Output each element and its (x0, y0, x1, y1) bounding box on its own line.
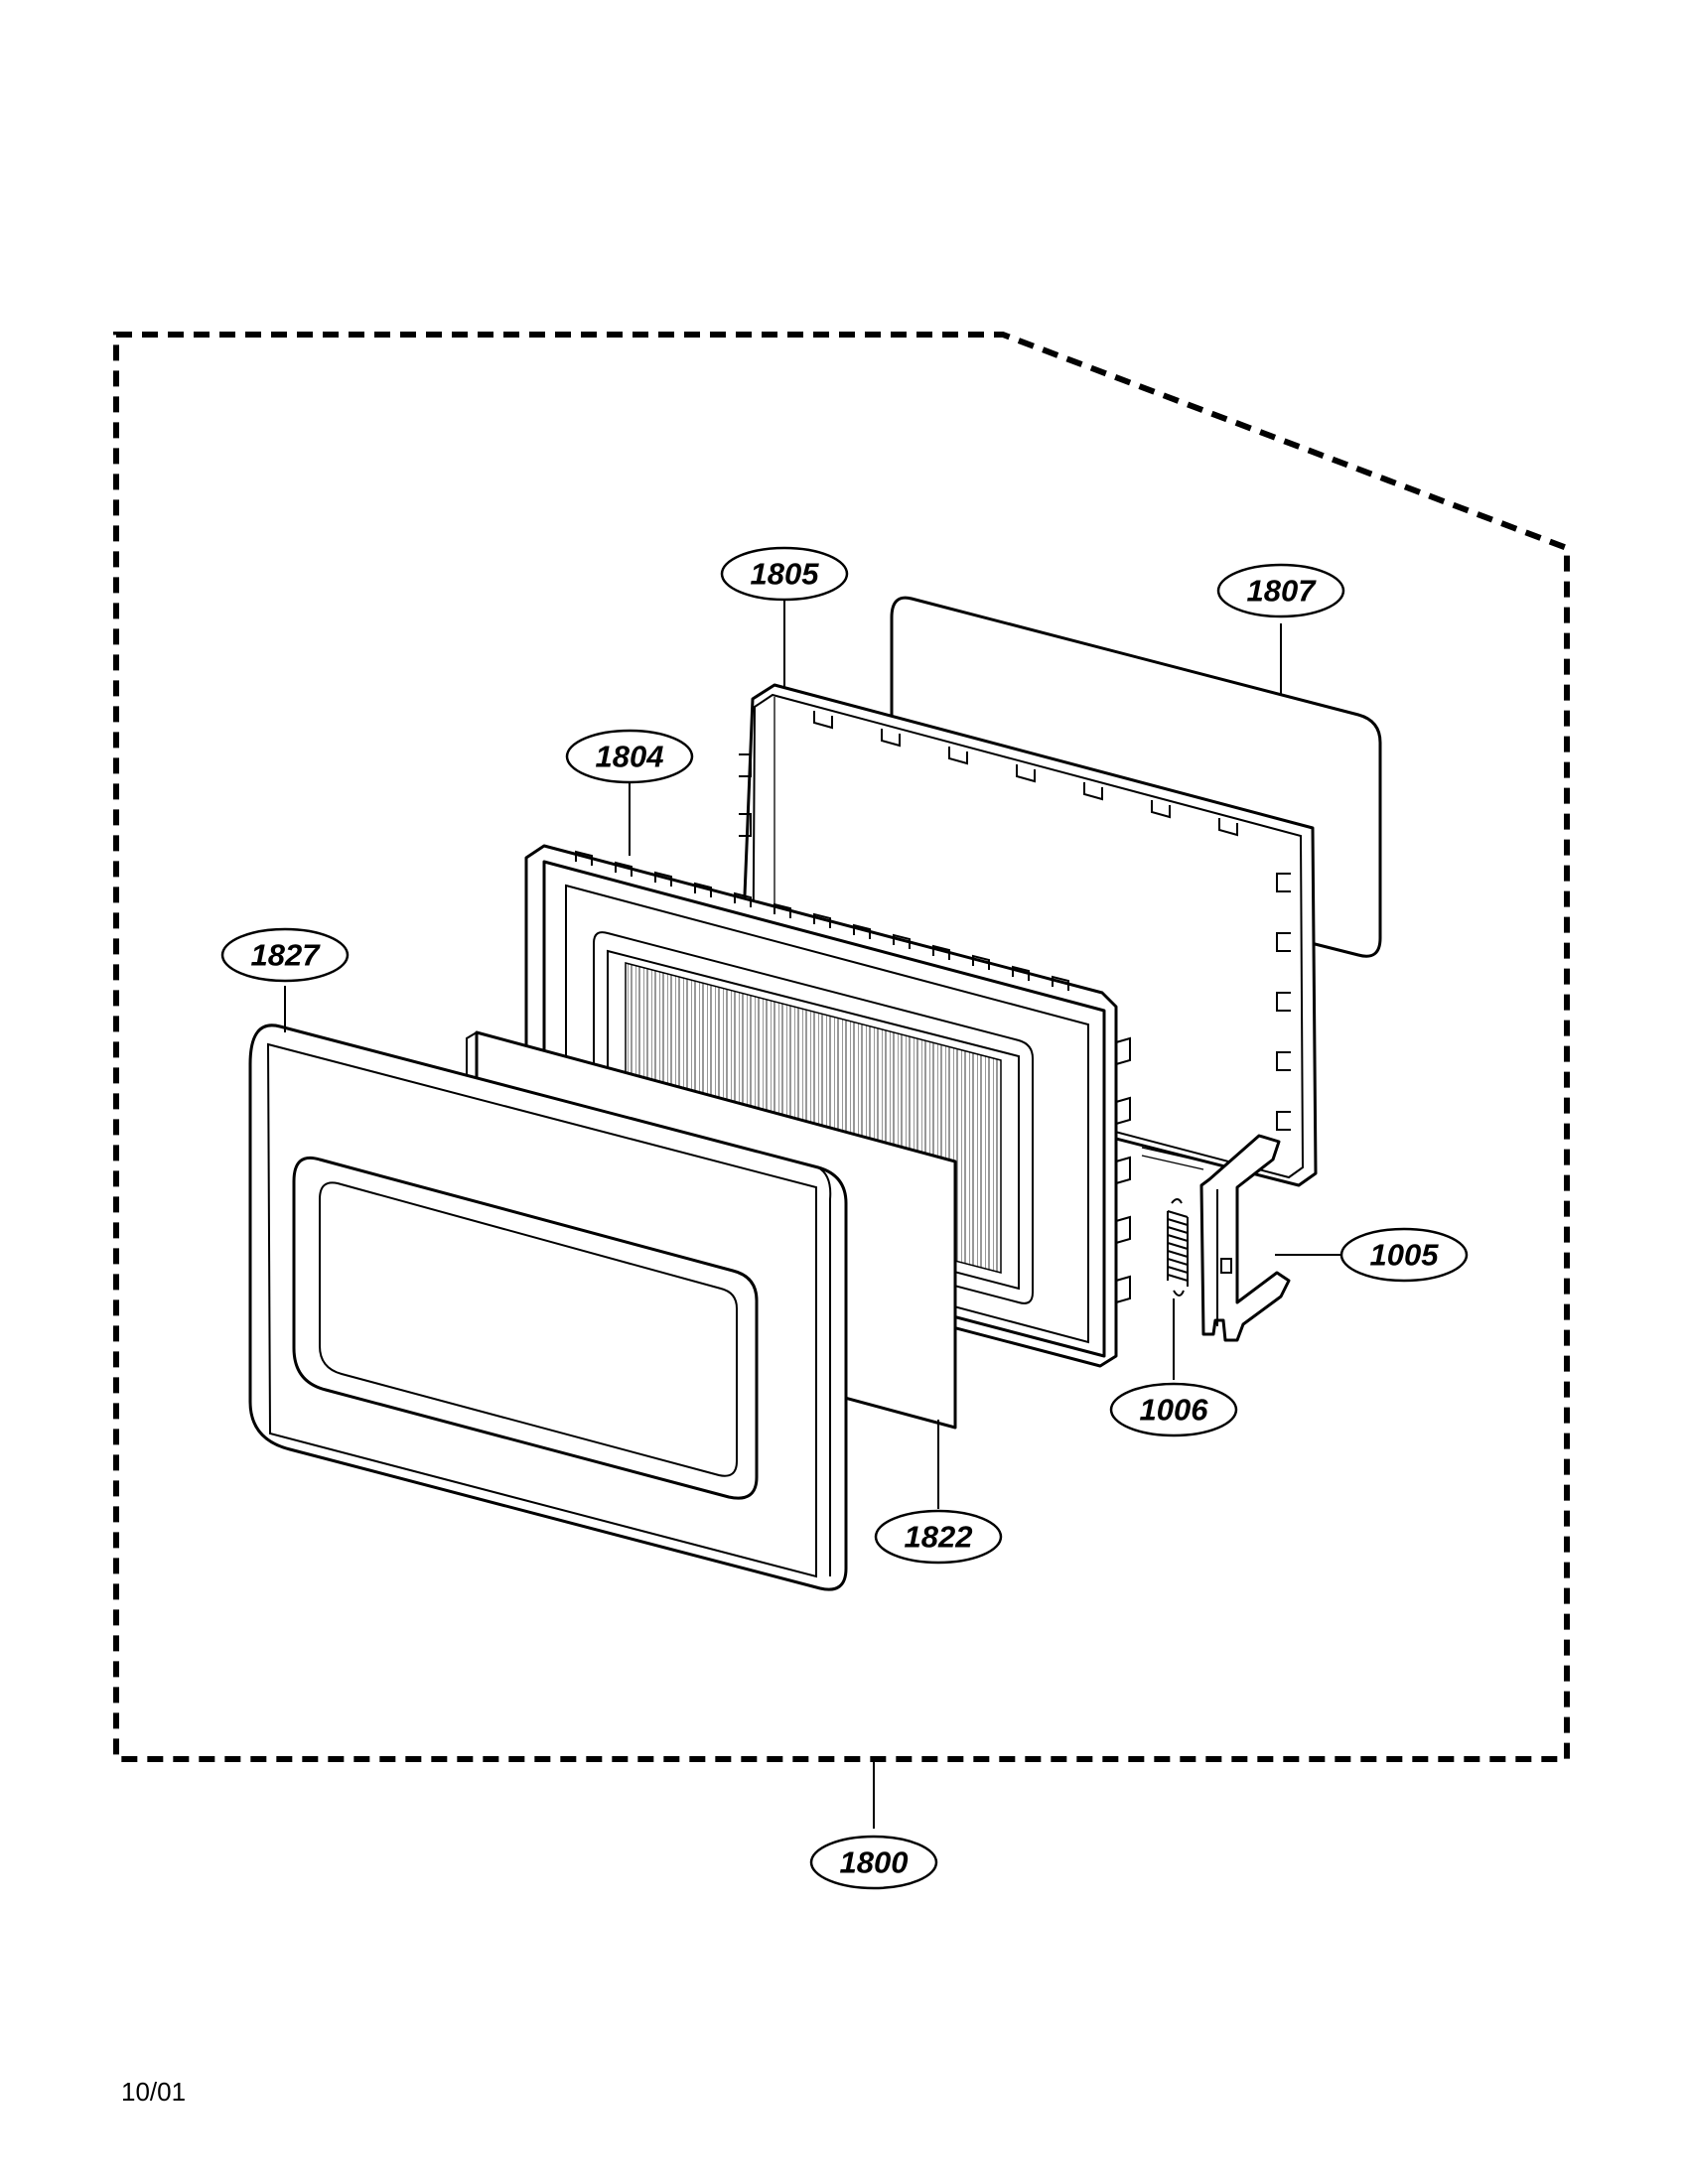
callout-1807: 1807 (1216, 563, 1345, 618)
part-1006-spring (1167, 1198, 1189, 1297)
callout-label: 1805 (751, 557, 820, 592)
callout-1800: 1800 (809, 1835, 938, 1890)
callout-label: 1807 (1247, 574, 1318, 609)
part-1005-latch (1141, 1134, 1291, 1342)
callout-1805: 1805 (720, 546, 849, 602)
callout-label: 1005 (1370, 1238, 1440, 1273)
callout-label: 1804 (596, 740, 664, 774)
callout-1827: 1827 (220, 927, 350, 983)
assembly-boundary (113, 332, 1570, 1762)
callout-1006: 1006 (1109, 1382, 1238, 1437)
callout-label: 1006 (1140, 1393, 1209, 1428)
callout-1804: 1804 (565, 729, 694, 784)
callout-1822: 1822 (874, 1509, 1003, 1565)
leader-lines (284, 601, 1340, 1829)
callout-label: 1800 (840, 1845, 909, 1880)
part-1827-outer-door (248, 1024, 848, 1591)
callout-1005: 1005 (1339, 1227, 1469, 1283)
date-code: 10/01 (121, 2077, 187, 2107)
callout-label: 1822 (905, 1520, 973, 1555)
callout-label: 1827 (251, 938, 322, 973)
